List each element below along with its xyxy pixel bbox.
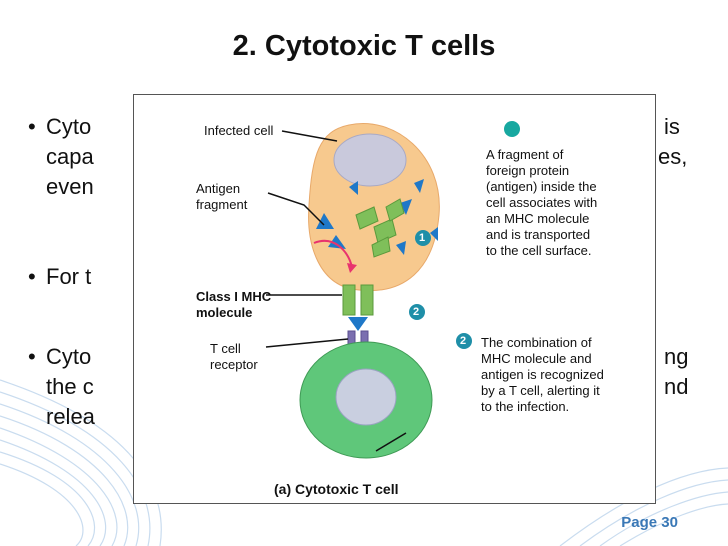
mhc-molecule: [342, 284, 356, 316]
bullet-1-right-2: es,: [658, 144, 688, 169]
label-infected-cell: Infected cell: [204, 123, 274, 138]
bullet-marker: •: [28, 344, 36, 369]
bullet-1-line-2: capa: [46, 144, 94, 169]
bullet-1-line-3: even: [46, 174, 94, 199]
bullet-2-line-1: For t: [46, 264, 92, 289]
infected-cell-nucleus: [333, 133, 407, 187]
bullet-3-right-2: nd: [664, 374, 689, 399]
step-2-number: 2: [413, 306, 420, 318]
step-2-badge-icon: [409, 304, 425, 320]
label-antigen-fragment: Antigen fragment: [196, 181, 248, 212]
bullet-marker: •: [28, 114, 36, 139]
bullet-3-line-1: Cyto: [46, 344, 92, 369]
bullet-3-line-2: the c: [46, 374, 94, 399]
bullet-3-line-3: relea: [46, 404, 95, 429]
step-1-number: 1: [419, 232, 426, 244]
bullet-marker: •: [28, 264, 36, 289]
cytotoxic-t-cell-figure: Infected cell Antigen fragment Class I M…: [133, 94, 656, 504]
bullet-1-right-1: is: [664, 114, 680, 139]
step-1-badge-icon: [415, 230, 431, 246]
antigen-fragments: [316, 179, 438, 255]
label-step-2-description: The combination of MHC molecule and anti…: [481, 335, 604, 414]
figure-caption: (a) Cytotoxic T cell: [274, 481, 399, 497]
slide-title: 2. Cytotoxic T cells: [232, 30, 496, 62]
label-mhc-molecule: Class I MHC molecule: [196, 289, 272, 320]
step-2-text-number: 2: [460, 335, 467, 347]
label-t-cell-receptor: T cell receptor: [210, 341, 258, 372]
figure-illustration: [265, 121, 520, 459]
label-step-1-description: A fragment of foreign protein (antigen) …: [486, 147, 598, 258]
t-cell-nucleus: [335, 368, 397, 426]
bullet-1-line-1: Cyto: [46, 114, 92, 139]
bullet-3-right-1: ng: [664, 344, 689, 369]
teal-antigen-dot-icon: [504, 121, 520, 137]
page-number: Page 30: [621, 514, 678, 531]
step-2-text-badge-icon: [456, 333, 472, 349]
mhc-fragments: [355, 198, 405, 258]
